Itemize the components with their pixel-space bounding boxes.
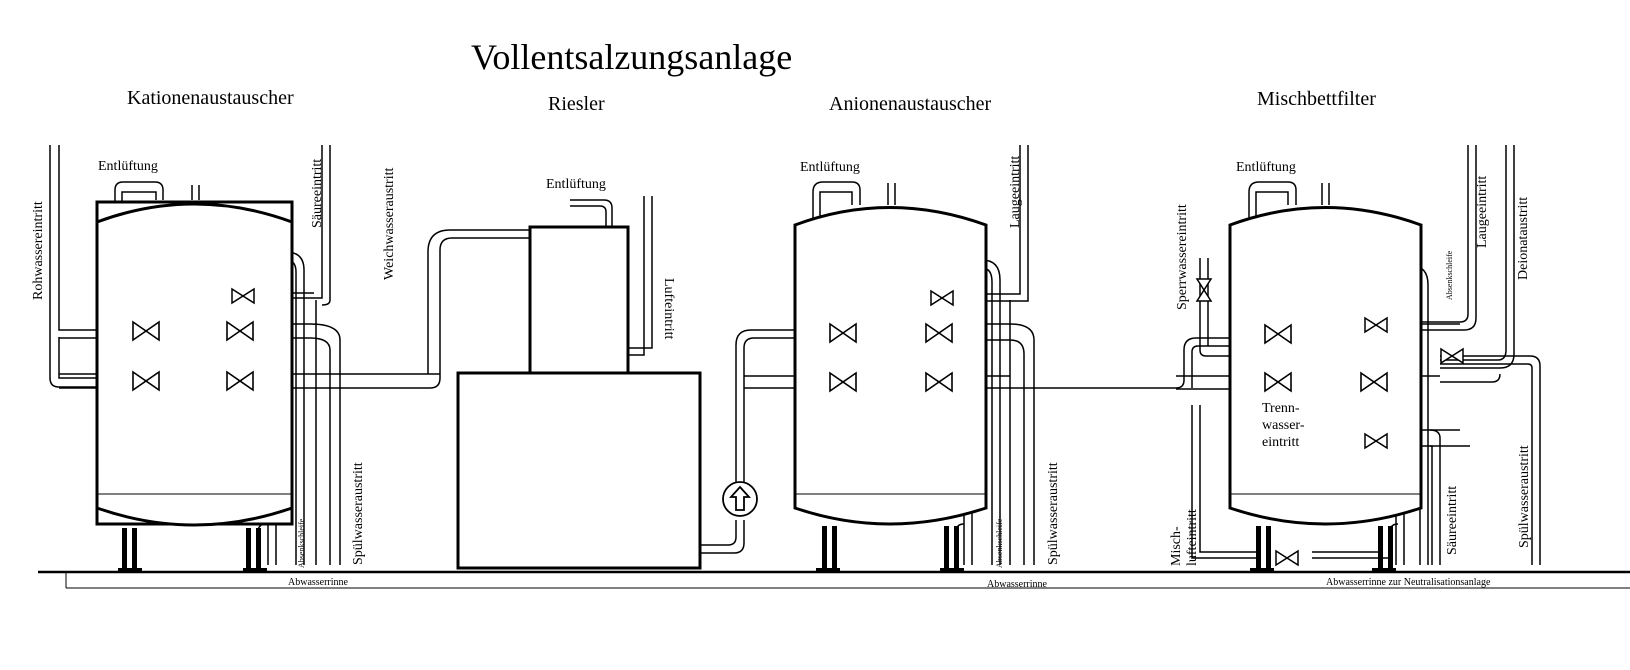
absenkschleife-label-k: Absenkschleife (297, 518, 306, 568)
absenkschleife-label-m: Absenkschleife (1445, 250, 1454, 300)
section-heading-riesler: Riesler (548, 93, 605, 115)
weichwasseraustritt-label: Weichwasseraustritt (382, 168, 397, 281)
anionen-tank-body (793, 206, 988, 526)
saeureeintritt-label-m: Säureeintritt (1445, 486, 1460, 555)
spuelwasseraustritt-label-k: Spülwasseraustritt (351, 462, 366, 565)
deionataustritt-label: Deionataustritt (1516, 197, 1531, 280)
trennwassereintritt-label-1: Trenn- (1262, 401, 1300, 416)
entlueftung-label-a: Entlüftung (800, 160, 860, 175)
anionen-legs (816, 526, 964, 573)
section-heading-anionen: Anionenaustauscher (829, 93, 992, 115)
mischbett-legs (1250, 526, 1396, 573)
kationen-legs (118, 528, 267, 573)
abwasserrinne-label-k: Abwasserrinne (288, 577, 349, 588)
trennwassereintritt-label-2: wasser- (1262, 418, 1305, 433)
saeureeintritt-label-k: Säureeintritt (310, 159, 325, 228)
spuelwasseraustritt-label-a: Spülwasseraustritt (1046, 462, 1061, 565)
riesler-basin (456, 371, 702, 570)
sperrwassereintritt-label: Sperrwassereintritt (1175, 204, 1190, 310)
lufteintritt-label: Lufteintritt (661, 278, 676, 340)
laugeeintritt-label-a: Laugeeintritt (1008, 156, 1023, 228)
rohwassereintritt-label: Rohwassereintritt (31, 201, 46, 300)
riesler-tower (528, 225, 630, 375)
mischbett-tank-body (1228, 206, 1423, 526)
section-heading-kationen: Kationenaustauscher (127, 87, 294, 109)
absenkschleife-label-a: Absenkschleife (995, 518, 1004, 568)
kationen-tank-body (95, 202, 294, 527)
mischlufteintritt-label-2: lufteintritt (1185, 509, 1200, 566)
section-heading-mischbett: Mischbettfilter (1257, 88, 1376, 110)
riesler-pipes (570, 196, 745, 554)
pump-icon[interactable] (722, 481, 758, 517)
laugeeintritt-label-m: Laugeeintritt (1475, 176, 1490, 248)
mischlufteintritt-label-1: Misch- (1169, 526, 1184, 566)
entlueftung-label-r: Entlüftung (546, 177, 606, 192)
abwasserrinne-label-m: Abwasserrinne zur Neutralisationsanlage (1326, 577, 1491, 588)
spuelwasseraustritt-label-m: Spülwasseraustritt (1517, 445, 1532, 548)
trennwassereintritt-label-3: eintritt (1262, 435, 1299, 450)
diagram-title: Vollentsalzungsanlage (471, 37, 792, 77)
entlueftung-label-m: Entlüftung (1236, 160, 1296, 175)
entlueftung-label-k: Entlüftung (98, 159, 158, 174)
abwasserrinne-label-a: Abwasserrinne (987, 579, 1048, 590)
